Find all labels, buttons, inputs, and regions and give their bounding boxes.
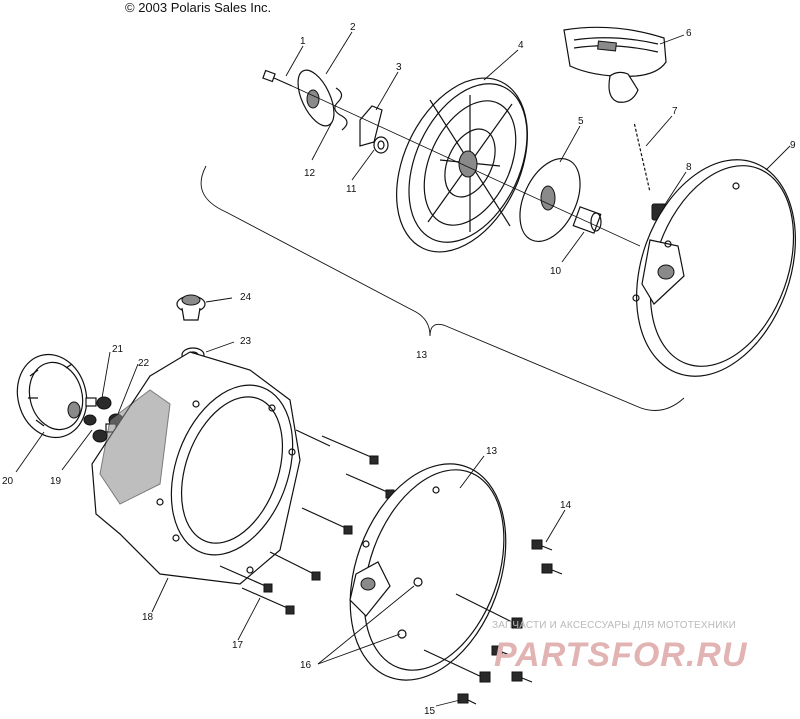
- part-14-short-bolts: [531, 539, 563, 575]
- assembly-axis-lines: [291, 85, 641, 247]
- part-12-spring: [334, 87, 348, 131]
- callout-10: 10: [550, 266, 562, 277]
- callout-12: 12: [304, 168, 316, 179]
- part-10-spacer: [572, 206, 602, 234]
- callout-13-upper: 13: [416, 350, 428, 361]
- callout-17: 17: [232, 640, 244, 651]
- part-6-handle: [563, 26, 667, 103]
- copyright-notice: © 2003 Polaris Sales Inc.: [125, 0, 272, 15]
- callout-24: 24: [240, 292, 252, 303]
- part-5-spring: [519, 158, 581, 242]
- callout-11: 11: [346, 184, 357, 195]
- callout-5: 5: [578, 116, 584, 127]
- part-11-bushing: [373, 136, 389, 154]
- callout-4: 4: [518, 40, 524, 51]
- callout-3: 3: [396, 62, 402, 73]
- assembly-bracket-13: [200, 165, 685, 411]
- callout-22: 22: [138, 358, 150, 369]
- part-24-grommet: [176, 294, 206, 321]
- part-2-plate: [297, 69, 335, 127]
- callout-20: 20: [2, 476, 14, 487]
- callout-19: 19: [50, 476, 62, 487]
- part-1-bolt: [262, 69, 293, 87]
- part-15-bolts: [423, 593, 533, 705]
- callout-8: 8: [686, 162, 692, 173]
- callout-23: 23: [240, 336, 252, 347]
- callout-16: 16: [300, 660, 312, 671]
- callout-15: 15: [424, 706, 436, 714]
- part-4-pulley: [396, 77, 528, 253]
- callout-labels: 1 2 3 4 5 6 7 8 9 10 11 12 13 13 14 15 1…: [2, 22, 796, 717]
- watermark-tagline: ЗАПЧАСТИ И АКСЕССУАРЫ ДЛЯ МОТОТЕХНИКИ: [492, 620, 737, 631]
- part-13-lower-housing: [349, 463, 507, 681]
- callout-21: 21: [112, 344, 124, 355]
- callout-13-lower: 13: [486, 446, 498, 457]
- callout-1: 1: [300, 36, 306, 47]
- callout-2: 2: [350, 22, 356, 33]
- callout-7: 7: [672, 106, 678, 117]
- part-17-long-bolts: [219, 429, 395, 615]
- leader-lines: [15, 31, 791, 707]
- callout-6: 6: [686, 28, 692, 39]
- callout-14: 14: [560, 500, 572, 511]
- callout-9: 9: [790, 140, 796, 151]
- callout-18: 18: [142, 612, 154, 623]
- part-7-rope: [633, 121, 651, 193]
- watermark-brand: PARTSFOR.RU: [494, 636, 748, 674]
- part-18-mounting-housing: [91, 351, 301, 585]
- part-20-starter-cup: [16, 353, 88, 439]
- part-9-housing: [632, 159, 796, 377]
- part-3-pawl: [359, 105, 383, 147]
